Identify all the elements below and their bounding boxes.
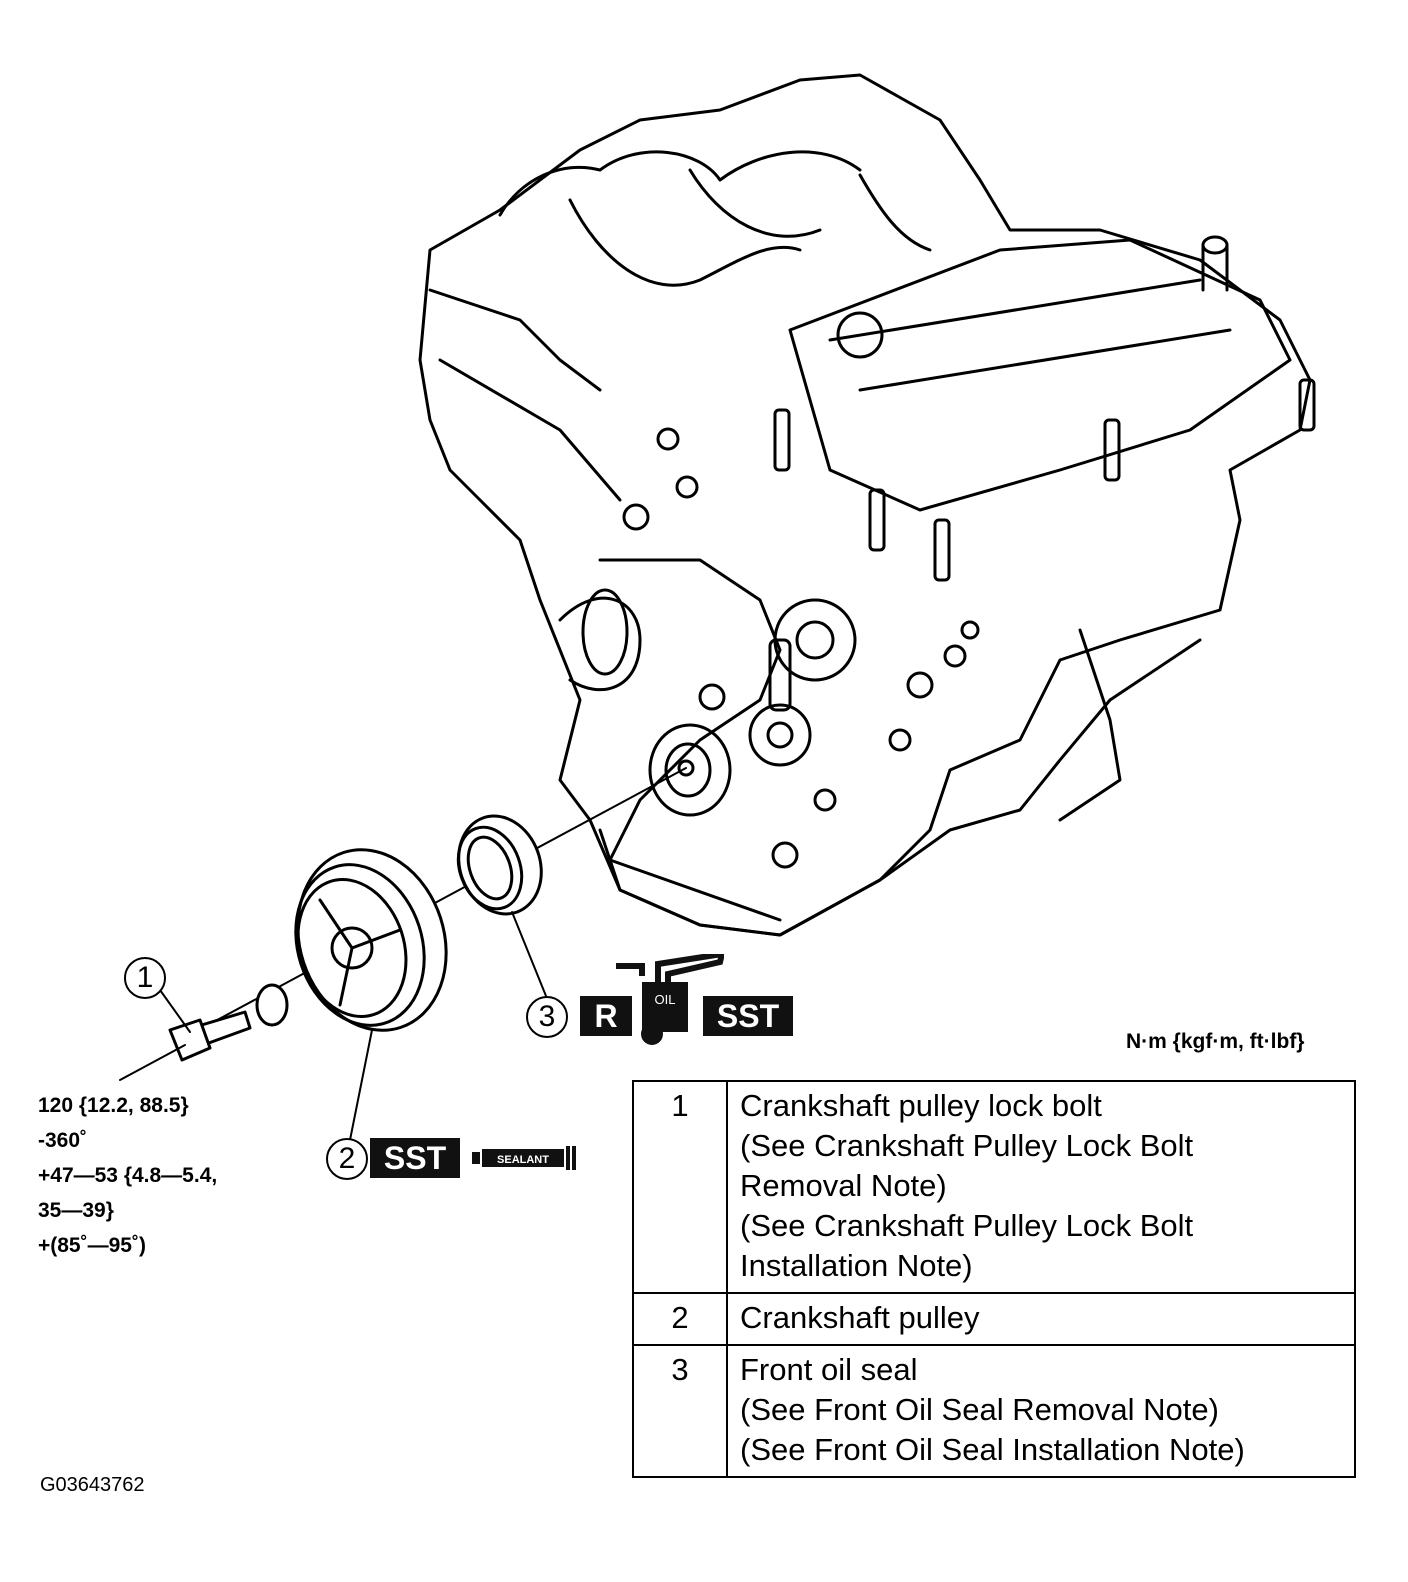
part-number: 2 (632, 1292, 728, 1346)
torque-line: -360˚ (38, 1129, 88, 1152)
torque-line: 120 {12.2, 88.5} (38, 1094, 189, 1117)
torque-spec: 120 {12.2, 88.5} -360˚ +47—53 {4.8—5.4, … (38, 1088, 217, 1263)
leader-line-1 (159, 989, 191, 1033)
oil-label: OIL (655, 992, 676, 1007)
figure-id: G03643762 (40, 1474, 145, 1496)
units-label: N·m {kgf·m, ft·lbf} (1126, 1030, 1305, 1053)
part-description: Front oil seal (See Front Oil Seal Remov… (726, 1344, 1356, 1478)
sealant-label: SEALANT (497, 1154, 549, 1166)
torque-line: 35—39} (38, 1199, 114, 1222)
callout-3: 3 (526, 996, 568, 1038)
leader-line-2 (349, 1029, 373, 1141)
description-line: (See Crankshaft Pulley Lock Bolt (740, 1128, 1194, 1163)
crankshaft-pulley-part (294, 848, 448, 1032)
leader-line-3 (511, 911, 547, 997)
sst-tag-2: SST (370, 1138, 460, 1178)
torque-line: +47—53 {4.8—5.4, (38, 1164, 218, 1187)
description-line: (See Front Oil Seal Removal Note) (740, 1392, 1219, 1427)
part-description: Crankshaft pulley lock bolt (See Cranksh… (726, 1080, 1356, 1294)
leader-line-1b (119, 1044, 186, 1081)
callout-1: 1 (124, 957, 166, 999)
sst-tag-3: SST (703, 996, 793, 1036)
description-line: (See Front Oil Seal Installation Note) (740, 1432, 1245, 1467)
table-row: 2 Crankshaft pulley (632, 1292, 1356, 1346)
table-row: 3 Front oil seal (See Front Oil Seal Rem… (632, 1344, 1356, 1478)
front-oil-seal-part (456, 814, 543, 916)
sealant-tube-icon: SEALANT (472, 1146, 576, 1170)
callout-2: 2 (326, 1138, 368, 1180)
engine-block (418, 73, 1316, 937)
parts-table: 1 Crankshaft pulley lock bolt (See Crank… (632, 1080, 1356, 1478)
washer-part (255, 983, 289, 1027)
table-row: 1 Crankshaft pulley lock bolt (See Crank… (632, 1080, 1356, 1294)
reuse-tag: R (580, 996, 632, 1036)
description-line: Front oil seal (740, 1352, 918, 1387)
lock-bolt-part (168, 1010, 252, 1062)
description-line: (See Crankshaft Pulley Lock Bolt (740, 1208, 1194, 1243)
torque-line: +(85˚—95˚) (38, 1234, 146, 1257)
part-number: 1 (632, 1080, 728, 1294)
description-line: Removal Note) (740, 1168, 947, 1203)
oil-can-icon: OIL (616, 954, 724, 1045)
description-line: Installation Note) (740, 1248, 973, 1283)
part-number: 3 (632, 1344, 728, 1478)
description-line: Crankshaft pulley (740, 1300, 980, 1335)
description-line: Crankshaft pulley lock bolt (740, 1088, 1102, 1123)
part-description: Crankshaft pulley (726, 1292, 1356, 1346)
